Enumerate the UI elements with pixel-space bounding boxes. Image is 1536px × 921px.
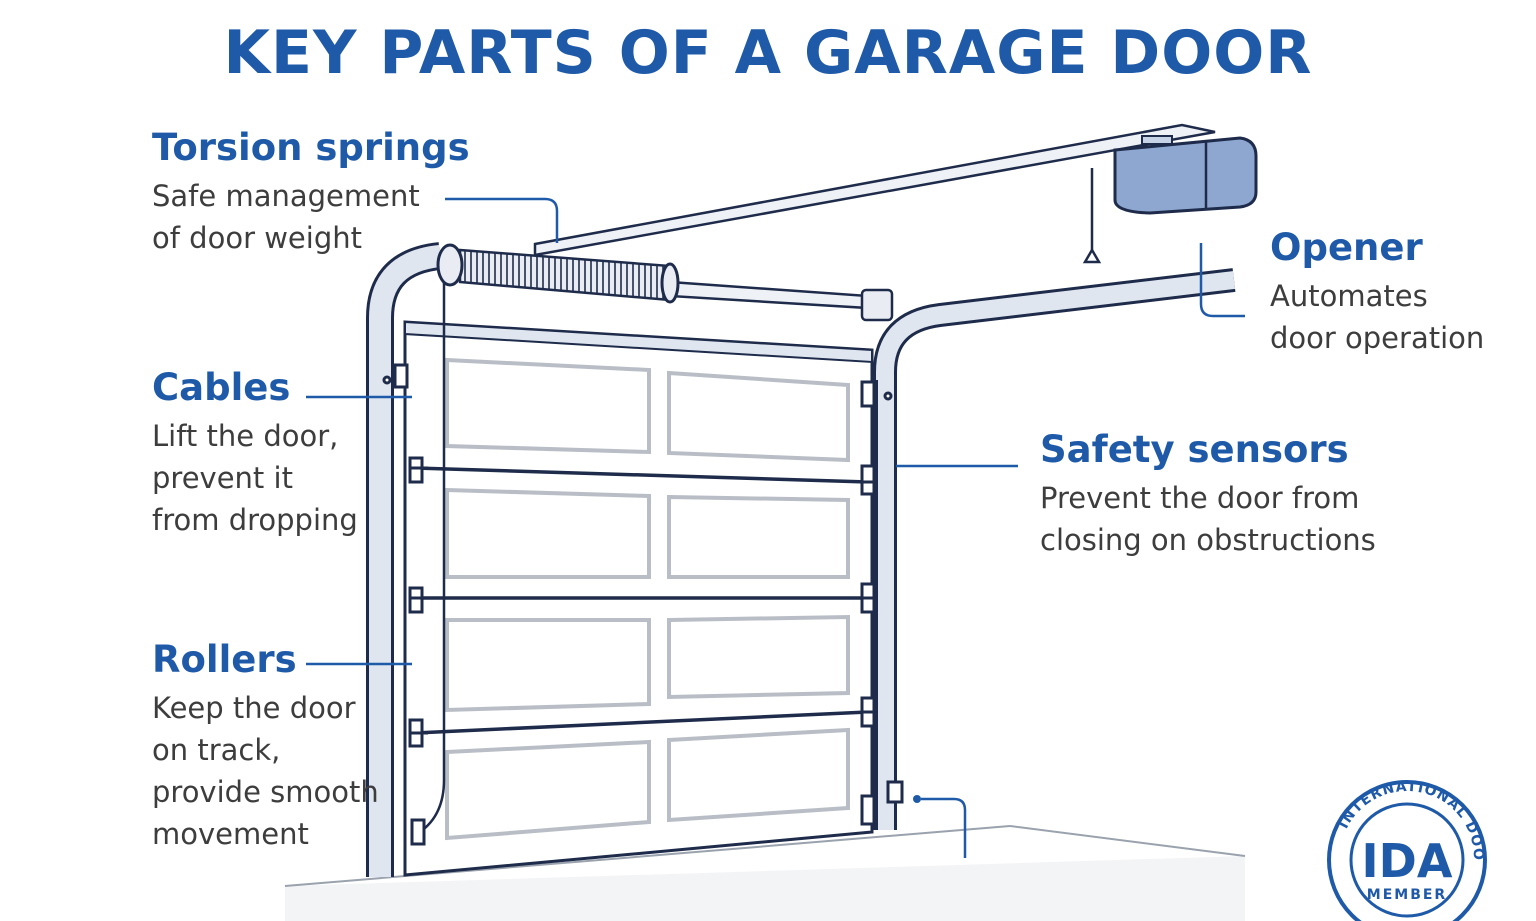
cables-desc-line: from dropping xyxy=(152,502,358,537)
section-seam xyxy=(414,466,869,484)
badge-name: IDA xyxy=(1362,834,1453,888)
door-window xyxy=(667,614,850,700)
ida-member-badge: INTERNATIONAL DOOR ASSOCIATION IDA MEMBE… xyxy=(1322,780,1487,921)
opener-label: Opener Automates door operation xyxy=(1270,226,1485,359)
roller xyxy=(860,582,878,614)
rollers-desc-line: on track, xyxy=(152,732,281,767)
roller xyxy=(860,696,878,728)
door-panel xyxy=(403,320,874,877)
roller xyxy=(860,464,878,496)
safety-sensor xyxy=(886,780,921,804)
door-window xyxy=(445,739,651,841)
roller xyxy=(860,794,876,826)
rollers-desc-line: movement xyxy=(152,816,309,851)
left-track xyxy=(366,242,442,877)
opener-leader xyxy=(1199,243,1245,318)
rollers-desc-line: provide smooth xyxy=(152,774,379,809)
cables-label: Cables Lift the door, prevent it from dr… xyxy=(152,366,358,541)
safety-sensors-desc-line: closing on obstructions xyxy=(1040,522,1376,557)
door-window xyxy=(445,357,651,455)
door-window xyxy=(667,727,850,823)
roller xyxy=(382,363,409,389)
rollers xyxy=(382,363,893,846)
opener-desc-line: door operation xyxy=(1270,320,1485,355)
safety-sensors-title: Safety sensors xyxy=(1040,428,1349,471)
rollers-desc-line: Keep the door xyxy=(152,690,356,725)
opener-motor xyxy=(1082,135,1258,264)
cables-desc-line: prevent it xyxy=(152,460,293,495)
right-track xyxy=(873,268,1236,830)
torsion-spring xyxy=(436,243,894,322)
door-window xyxy=(445,618,651,713)
door-window xyxy=(667,494,850,579)
roller xyxy=(408,718,428,748)
torsion-springs-title: Torsion springs xyxy=(152,126,470,169)
opener-title: Opener xyxy=(1270,226,1423,269)
roller xyxy=(410,818,426,846)
section-seam xyxy=(414,710,869,735)
torsion-springs-desc-line: Safe management xyxy=(152,178,420,213)
torsion-springs-label: Torsion springs Safe management of door … xyxy=(152,126,470,259)
rollers-title: Rollers xyxy=(152,638,297,681)
door-window xyxy=(667,370,850,463)
sensor-floor-leader xyxy=(921,797,967,858)
roller xyxy=(408,586,428,614)
roller xyxy=(408,456,428,484)
safety-sensors-desc-line: Prevent the door from xyxy=(1040,480,1360,515)
cables-desc-line: Lift the door, xyxy=(152,418,339,453)
cables-title: Cables xyxy=(152,366,291,409)
opener-desc-line: Automates xyxy=(1270,278,1428,313)
door-window xyxy=(445,487,651,579)
badge-member: MEMBER xyxy=(1367,887,1447,903)
safety-sensors-label: Safety sensors Prevent the door from clo… xyxy=(1040,428,1376,561)
opener-rail xyxy=(533,123,1216,257)
page-title: KEY PARTS OF A GARAGE DOOR xyxy=(223,18,1313,88)
rollers-label: Rollers Keep the door on track, provide … xyxy=(152,638,379,855)
roller xyxy=(860,380,893,408)
torsion-springs-leader xyxy=(445,197,559,243)
torsion-springs-desc-line: of door weight xyxy=(152,220,362,255)
